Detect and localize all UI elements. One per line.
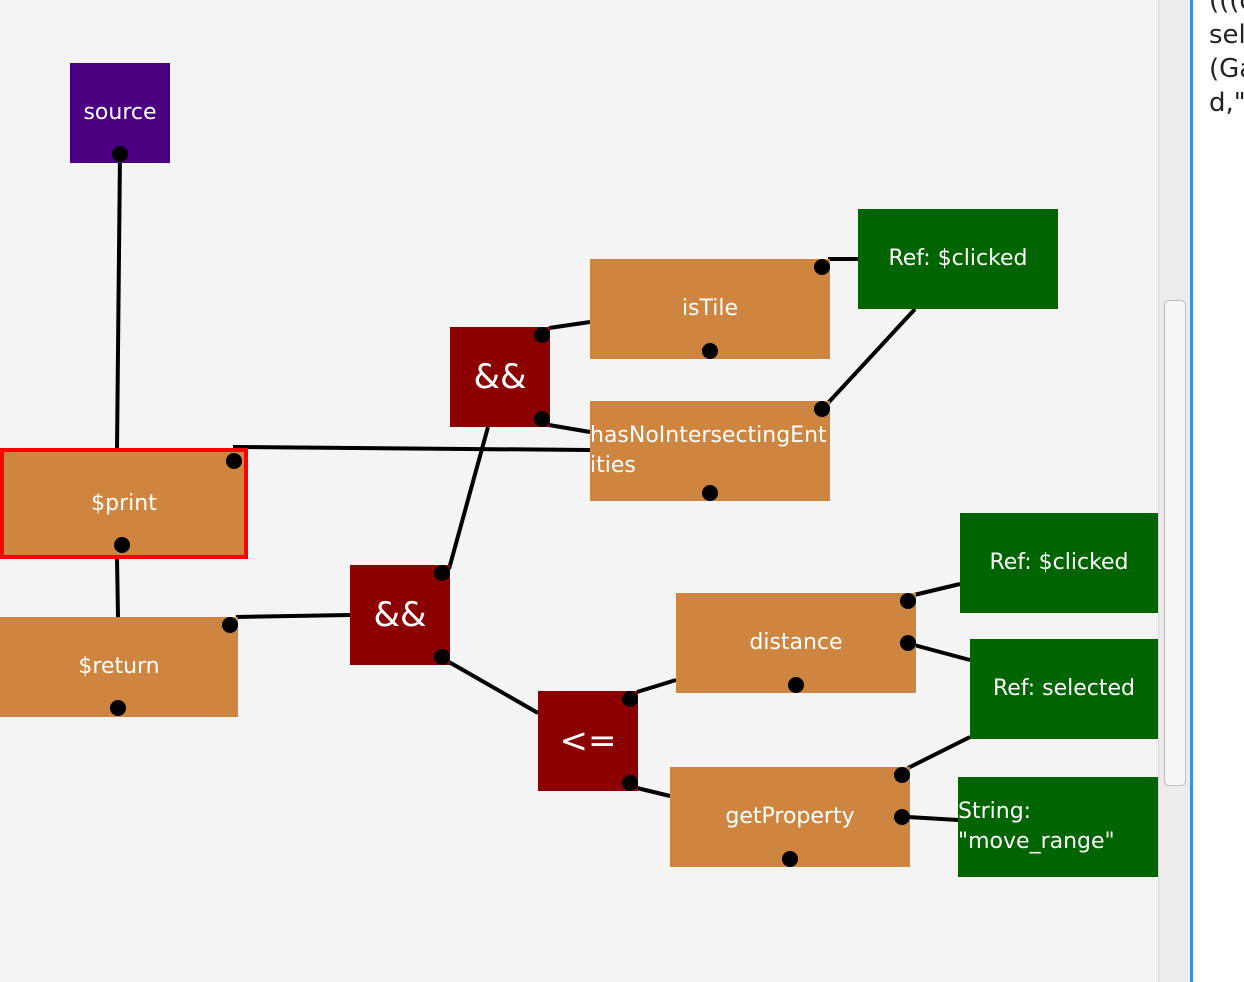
code-line: (((d	[1209, 0, 1244, 16]
node-distance[interactable]: distance	[676, 593, 916, 693]
wire-return-and2	[235, 613, 351, 619]
input-port[interactable]	[226, 453, 242, 469]
node-getproperty[interactable]: getProperty	[670, 767, 910, 867]
node-and-lower[interactable]: &&	[350, 565, 450, 665]
wire-getprop-ref3	[907, 735, 971, 770]
output-port[interactable]	[782, 851, 798, 867]
connection-wires	[115, 153, 971, 822]
output-port[interactable]	[110, 700, 126, 716]
output-port[interactable]	[112, 146, 128, 162]
input-port[interactable]	[622, 775, 638, 791]
input-port[interactable]	[900, 593, 916, 609]
scrollbar-thumb[interactable]	[1164, 300, 1186, 786]
output-port[interactable]	[788, 677, 804, 693]
output-port[interactable]	[702, 485, 718, 501]
node-ref-clicked-upper[interactable]: Ref: $clicked	[858, 209, 1058, 309]
wire-le-distance	[636, 678, 677, 694]
wire-source-print	[115, 153, 122, 451]
node-string-move-range[interactable]: String: "move_range"	[958, 777, 1158, 877]
wire-print-return	[115, 557, 120, 618]
panel-divider	[1190, 0, 1193, 982]
wire-and2-and1	[447, 426, 490, 570]
code-text[interactable]: (((d sel (Ga d,"	[1209, 0, 1244, 120]
node-less-equal[interactable]: <=	[538, 691, 638, 791]
node-label: $print	[91, 490, 157, 516]
node-label: Ref: $clicked	[888, 246, 1028, 271]
node-label: source	[83, 100, 157, 125]
wire-distance-ref2	[913, 582, 961, 597]
input-port[interactable]	[900, 635, 916, 651]
node-source[interactable]: source	[70, 63, 170, 163]
input-port[interactable]	[434, 649, 450, 665]
wire-getprop-str	[907, 815, 959, 822]
node-print[interactable]: $print	[0, 448, 248, 559]
wire-distance-ref3	[913, 643, 971, 662]
node-and-upper[interactable]: &&	[450, 327, 550, 427]
output-port[interactable]	[114, 537, 130, 553]
node-ref-clicked-lower[interactable]: Ref: $clicked	[960, 513, 1158, 613]
input-port[interactable]	[222, 617, 238, 633]
node-return[interactable]: $return	[0, 617, 238, 717]
node-ref-selected[interactable]: Ref: selected	[970, 639, 1158, 739]
wire-and1-hasno	[548, 423, 591, 434]
code-line: sel	[1209, 20, 1244, 50]
wire-hasno-ref1	[826, 307, 917, 405]
input-port[interactable]	[534, 327, 550, 343]
input-port[interactable]	[894, 767, 910, 783]
node-hasnointersectingentities[interactable]: hasNoIntersectingEntities	[590, 401, 830, 501]
wire-and2-le	[448, 660, 539, 715]
wire-print-hasno	[232, 445, 591, 452]
output-port[interactable]	[702, 343, 718, 359]
node-label: String: "move_range"	[958, 799, 1115, 854]
node-istile[interactable]: isTile	[590, 259, 830, 359]
code-line: (Ga	[1209, 54, 1244, 84]
input-port[interactable]	[622, 691, 638, 707]
node-label: getProperty	[725, 804, 855, 829]
code-text-panel[interactable]: (((d sel (Ga d,"	[1193, 0, 1244, 982]
graph-canvas[interactable]: source $print $return && && isTile hasNo…	[0, 0, 1158, 982]
code-line: d,"	[1209, 88, 1244, 118]
node-label: $return	[78, 654, 160, 679]
input-port[interactable]	[434, 565, 450, 581]
node-label: hasNoIntersectingEntities	[590, 423, 827, 478]
input-port[interactable]	[814, 259, 830, 275]
wire-le-getprop	[636, 786, 671, 798]
node-label: distance	[749, 630, 843, 655]
node-label: Ref: $clicked	[989, 550, 1129, 575]
input-port[interactable]	[814, 401, 830, 417]
node-label: &&	[373, 595, 427, 635]
wire-and1-istile	[548, 320, 591, 330]
input-port[interactable]	[894, 809, 910, 825]
node-label: isTile	[681, 296, 739, 321]
node-label: &&	[473, 357, 527, 397]
node-label: Ref: selected	[992, 676, 1136, 701]
node-label: <=	[559, 721, 617, 761]
input-port[interactable]	[534, 411, 550, 427]
